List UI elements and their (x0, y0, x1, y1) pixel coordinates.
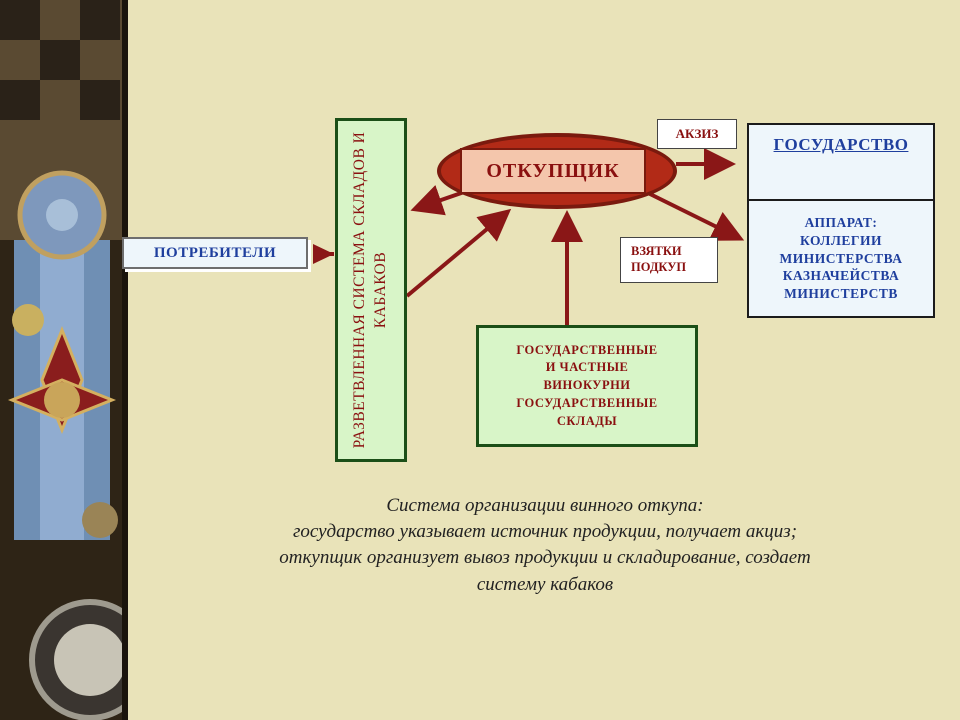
distilleries-line: ГОСУДАРСТВЕННЫЕ (516, 395, 658, 410)
chessboard-pattern (0, 0, 120, 120)
caption-line: систему кабаков (476, 573, 614, 595)
caption: Система организации винного откупа: госу… (180, 493, 910, 598)
caption-line: государство указывает источник продукции… (292, 521, 798, 543)
distilleries-box: ГОСУДАРСТВЕННЫЕ И ЧАСТНЫЕ ВИНОКУРНИ ГОСУ… (476, 325, 698, 447)
caption-line: откупщик организует вывоз продукции и ск… (279, 547, 811, 569)
bribes-label-box: ВЗЯТКИ ПОДКУП (620, 237, 718, 283)
arrow-head-consumers (313, 244, 334, 264)
apparatus-line: АППАРАТ: (804, 214, 878, 230)
consumers-box: ПОТРЕБИТЕЛИ (122, 237, 308, 269)
distilleries-line: ВИНОКУРНИ (543, 378, 631, 393)
state-label: ГОСУДАРСТВО (773, 135, 909, 154)
warehouse-tavern-system-label: РАЗВЕТВЛЕННАЯ СИСТЕМА СКЛАДОВ И КАБАКОВ (351, 131, 389, 449)
apparatus-line: КАЗНАЧЕЙСТВА (782, 268, 900, 284)
arrow-warehouses-to-farmer (405, 208, 512, 298)
tax-farmer-box: ОТКУПЩИК (460, 148, 646, 194)
arrow-farmer-to-apparatus-bribes (647, 191, 745, 241)
caption-line: Система организации винного откупа: (386, 495, 704, 516)
distilleries-line: ГОСУДАРСТВЕННЫЕ (516, 342, 658, 357)
distilleries-line: И ЧАСТНЫЕ (545, 360, 629, 375)
button-icon (12, 304, 44, 336)
cross-medal-icon (7, 325, 117, 435)
excise-label-box: АКЗИЗ (657, 119, 737, 149)
state-box: ГОСУДАРСТВО (747, 123, 935, 201)
distilleries-line: СКЛАДЫ (556, 413, 618, 428)
decorative-photo-strip (0, 0, 128, 720)
apparatus-line: КОЛЛЕГИИ (800, 232, 882, 248)
apparatus-line: МИНИСТЕРСТВ (784, 286, 898, 302)
warehouse-tavern-system-box: РАЗВЕТВЛЕННАЯ СИСТЕМА СКЛАДОВ И КАБАКОВ (335, 118, 407, 462)
bribes-line: ВЗЯТКИ (631, 244, 682, 259)
bribery-line: ПОДКУП (631, 260, 687, 274)
apparatus-box: АППАРАТ: КОЛЛЕГИИ МИНИСТЕРСТВА КАЗНАЧЕЙС… (747, 199, 935, 318)
apparatus-line: МИНИСТЕРСТВА (779, 250, 903, 266)
